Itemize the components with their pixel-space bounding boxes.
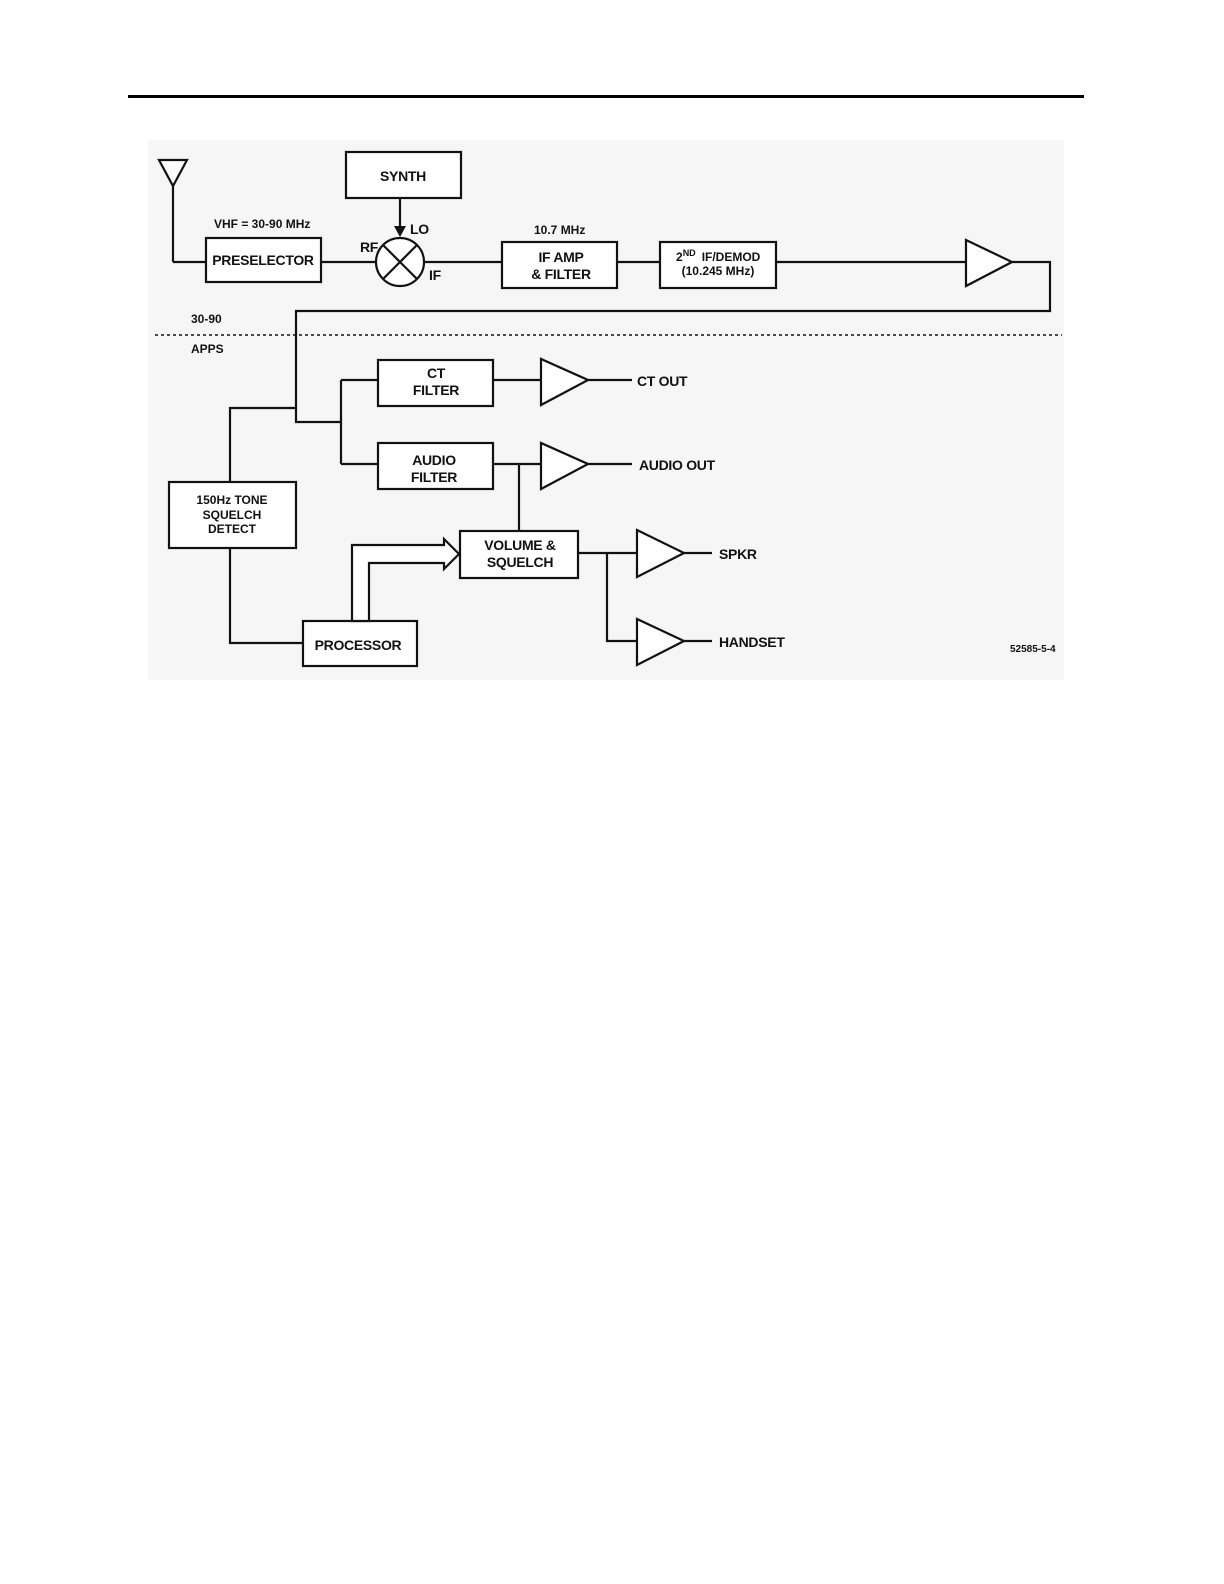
ct-out-label: CT OUT — [637, 373, 688, 389]
rf-label: RF — [360, 239, 379, 255]
tone-label-line3: DETECT — [208, 522, 257, 536]
synth-label: SYNTH — [380, 168, 426, 184]
processor-block: PROCESSOR — [303, 621, 417, 666]
demod-label-rest: IF/DEMOD — [702, 250, 761, 264]
demod-label-sup: ND — [683, 248, 696, 258]
vhf-label: VHF = 30-90 MHz — [214, 217, 310, 231]
ct-filter-label-line1: CT — [427, 365, 446, 381]
mixer-icon — [376, 238, 424, 286]
lo-label: LO — [410, 221, 429, 237]
preselector-label: PRESELECTOR — [212, 252, 314, 268]
handset-label: HANDSET — [719, 634, 785, 650]
control-bus-arrow-icon — [352, 539, 459, 621]
figure-code: 52585-5-4 — [1010, 644, 1056, 655]
tone-label-line1: 150Hz TONE — [196, 493, 267, 507]
amplifier-icon — [637, 619, 684, 665]
ct-filter-label-line2: FILTER — [413, 382, 459, 398]
synth-block: SYNTH — [346, 152, 461, 198]
volume-squelch-block: VOLUME & SQUELCH — [460, 531, 578, 578]
if-frequency-label: 10.7 MHz — [534, 223, 585, 237]
amplifier-icon — [966, 240, 1012, 286]
amplifier-icon — [541, 359, 588, 405]
demod-label-line2: (10.245 MHz) — [682, 264, 755, 278]
processor-label: PROCESSOR — [315, 637, 402, 653]
if-label: IF — [429, 267, 442, 283]
antenna-icon — [159, 160, 206, 262]
volume-label-line1: VOLUME & — [484, 537, 556, 553]
if-amp-filter-block: IF AMP & FILTER — [502, 242, 617, 288]
audio-filter-label-line2: FILTER — [411, 469, 457, 485]
preselector-block: PRESELECTOR — [206, 238, 321, 282]
audio-out-label: AUDIO OUT — [639, 457, 716, 473]
audio-filter-label-line1: AUDIO — [412, 452, 456, 468]
audio-filter-block: AUDIO FILTER — [378, 443, 493, 489]
if-amp-label-line1: IF AMP — [538, 249, 583, 265]
amplifier-icon — [541, 443, 588, 489]
band-top-label: 30-90 — [191, 312, 222, 326]
lo-arrow-icon — [394, 226, 406, 237]
tone-label-line2: SQUELCH — [203, 508, 262, 522]
if-amp-label-line2: & FILTER — [531, 266, 591, 282]
volume-label-line2: SQUELCH — [487, 554, 554, 570]
ct-filter-block: CT FILTER — [378, 360, 493, 406]
tone-squelch-detect-block: 150Hz TONE SQUELCH DETECT — [169, 482, 296, 548]
band-bottom-label: APPS — [191, 342, 224, 356]
spkr-label: SPKR — [719, 546, 757, 562]
amplifier-icon — [637, 530, 684, 577]
